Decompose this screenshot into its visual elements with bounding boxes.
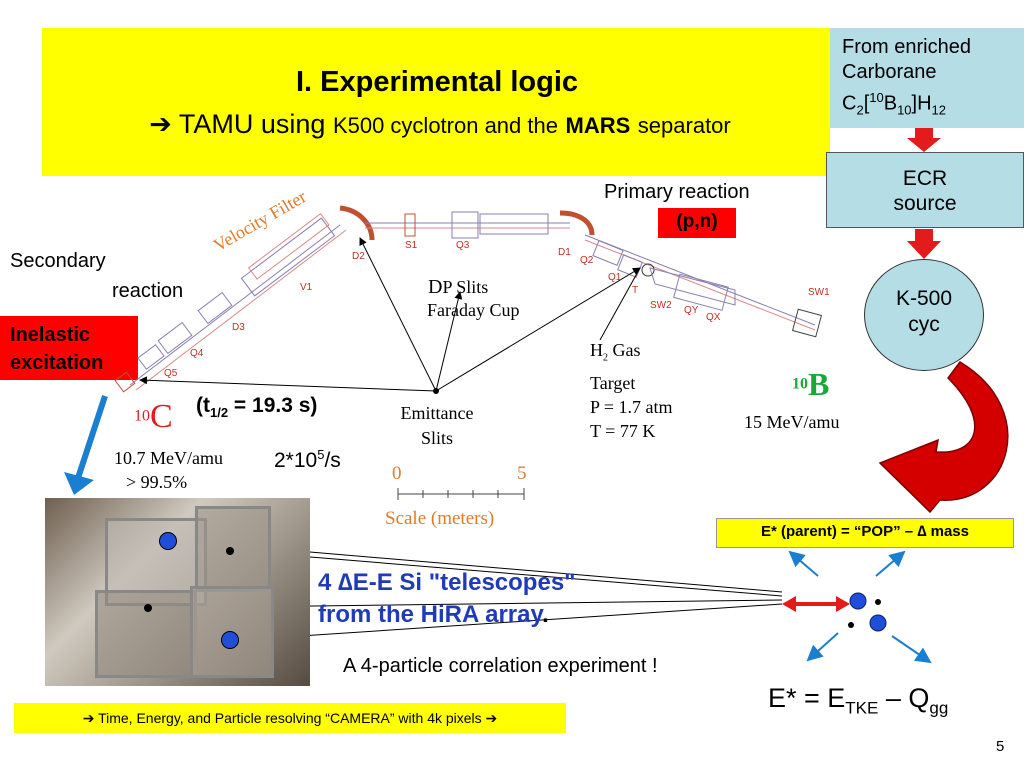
beamline-label-d1: D1 bbox=[558, 247, 571, 258]
detector-marker-black-1 bbox=[226, 547, 234, 555]
dp-slits-label: DP Slits bbox=[428, 276, 489, 298]
camera-banner bbox=[14, 703, 566, 733]
pn-badge bbox=[658, 208, 736, 238]
c10-purity: > 99.5% bbox=[126, 472, 188, 492]
carborane-label: From enriched Carborane C2[10B10]H12 bbox=[842, 35, 971, 123]
beamline-label-s1: S1 bbox=[405, 240, 418, 251]
b10-energy: 15 MeV/amu bbox=[744, 412, 840, 432]
decay-diagram bbox=[782, 550, 932, 664]
hira-detector-photo bbox=[45, 498, 310, 686]
beamline-label-q2: Q2 bbox=[580, 255, 594, 266]
beamline-label-q1: Q1 bbox=[608, 272, 622, 283]
pop-box bbox=[716, 518, 1014, 548]
carborane-box bbox=[830, 28, 1024, 128]
rate-label: 2*105/s bbox=[274, 447, 341, 472]
slide-title: I. Experimental logic bbox=[295, 66, 579, 98]
slide-subtitle: ➔ TAMU using K500 cyclotron and the MARS… bbox=[149, 109, 731, 139]
beamline-label-d3: D3 bbox=[232, 322, 245, 333]
beamline-label-d2: D2 bbox=[352, 251, 365, 262]
beamline-label-q5: Q5 bbox=[164, 368, 178, 379]
primary-reaction-label: Primary reaction bbox=[604, 181, 750, 203]
inelastic-badge bbox=[0, 316, 138, 380]
mars-beamline bbox=[114, 205, 823, 393]
scale-min: 0 bbox=[392, 463, 402, 484]
beamline-label-q4: Q4 bbox=[190, 348, 204, 359]
beamline-label-sw2: SW2 bbox=[650, 300, 672, 311]
c10-energy: 10.7 MeV/amu bbox=[114, 448, 223, 468]
k500-cyclotron bbox=[864, 259, 984, 371]
beamline-label-t: T bbox=[632, 285, 639, 296]
right-arrow-icon: ➔ bbox=[149, 109, 172, 139]
energy-formula: E* = ETKE – Qgg bbox=[768, 683, 949, 718]
scale-bar bbox=[397, 488, 525, 500]
beam-curved-arrow bbox=[878, 361, 1009, 514]
pointer-lines bbox=[139, 237, 641, 392]
secondary-reaction-label-1: Secondary bbox=[10, 250, 106, 272]
c10-symbol: 10C bbox=[134, 398, 173, 435]
page-number: 5 bbox=[996, 738, 1005, 755]
carborane-formula: C2[10B10]H12 bbox=[842, 90, 946, 118]
beamline-label-qy: QY bbox=[684, 305, 699, 316]
gas-target-label: H2 Gas Target P = 1.7 atm T = 77 K bbox=[590, 340, 673, 441]
detector-marker-blue-1 bbox=[159, 532, 177, 550]
scale-max: 5 bbox=[517, 463, 527, 484]
title-banner bbox=[42, 28, 830, 176]
halflife-label: (t1/2 = 19.3 s) bbox=[196, 394, 318, 421]
scale-label: Scale (meters) bbox=[385, 508, 495, 529]
camera-label: ➔ Time, Energy, and Particle resolving “… bbox=[82, 710, 498, 726]
detector-marker-blue-2 bbox=[221, 631, 239, 649]
beamline-label-sw1: SW1 bbox=[808, 287, 830, 298]
blue-arrowhead bbox=[64, 472, 94, 495]
beamline-label-q3: Q3 bbox=[456, 240, 470, 251]
beamline-label-v1: V1 bbox=[300, 282, 313, 293]
detector-marker-black-2 bbox=[144, 604, 152, 612]
correlation-label: A 4-particle correlation experiment ! bbox=[343, 655, 658, 677]
pop-label: E* (parent) = “POP” – ∆ mass bbox=[760, 523, 969, 540]
flow-arrow-ecr-k500 bbox=[907, 229, 941, 259]
ecr-source-box bbox=[826, 152, 1024, 228]
b10-symbol: 10B bbox=[792, 366, 830, 402]
beamline-label-qx: QX bbox=[706, 312, 721, 323]
pn-label: (p,n) bbox=[676, 211, 718, 232]
flow-arrow-carborane-ecr bbox=[907, 128, 941, 152]
telescopes-label: 4 ∆E-E Si "telescopes"from the HiRA arra… bbox=[318, 569, 576, 628]
faraday-cup-label: Faraday Cup bbox=[427, 300, 520, 320]
secondary-reaction-label-2: reaction bbox=[112, 280, 184, 302]
blue-arrow-to-camera bbox=[75, 395, 108, 479]
